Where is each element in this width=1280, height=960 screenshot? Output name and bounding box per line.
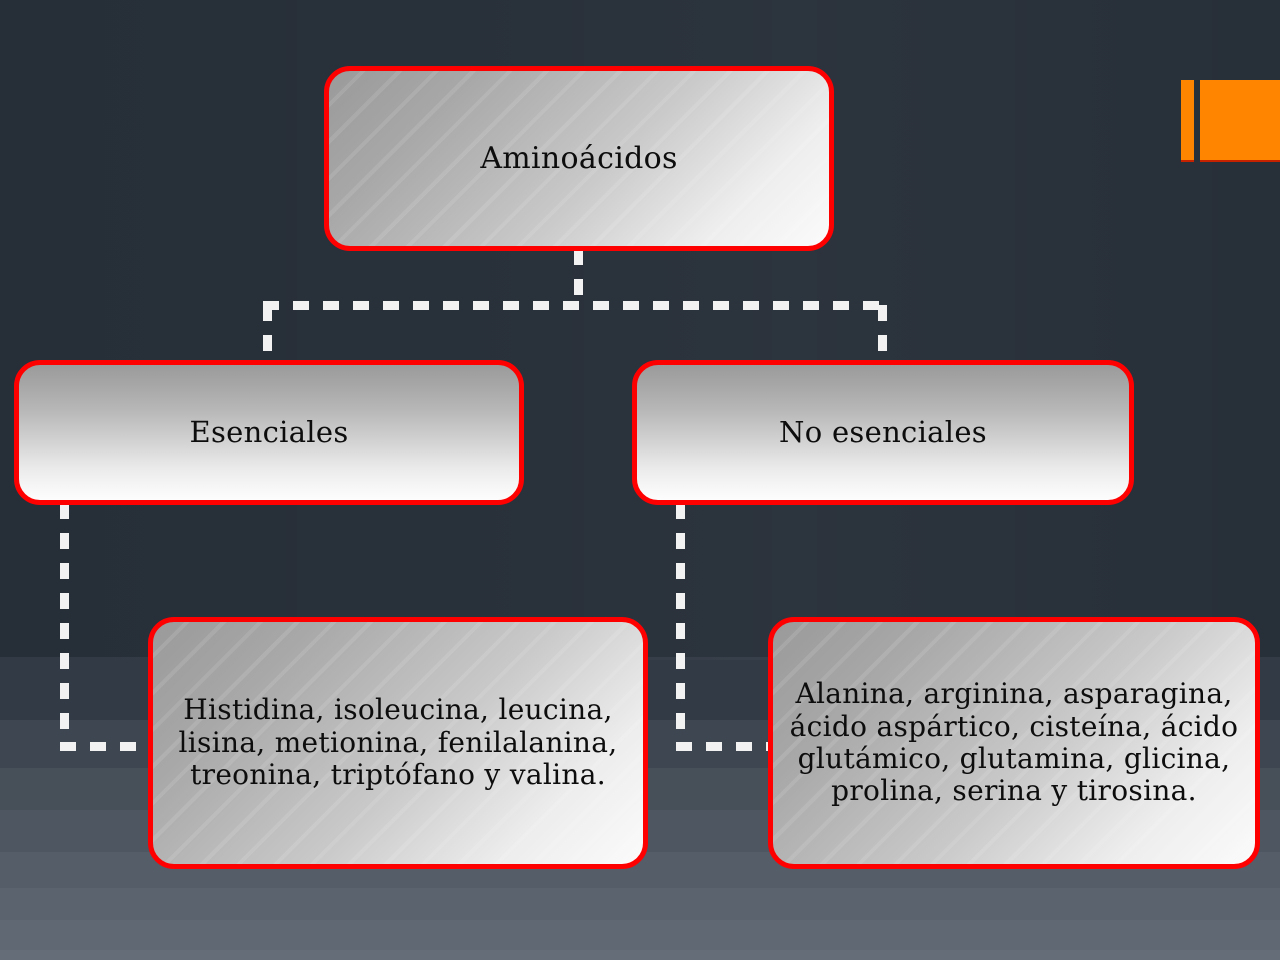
connector-esenciales-vertical [60, 503, 69, 751]
node-aminoacidos-label: Aminoácidos [480, 140, 678, 176]
node-esenciales-label: Esenciales [189, 415, 349, 450]
node-no-esenciales-label: No esenciales [779, 415, 987, 450]
orange-block-decoration [1200, 80, 1280, 162]
background-band-7 [0, 920, 1280, 950]
orange-vertical-bar-decoration [1181, 80, 1194, 162]
connector-root-stem [574, 249, 583, 309]
node-esenciales-list-label: Histidina, isoleucina, leucina, lisina, … [178, 693, 618, 792]
node-no-esenciales-list[interactable]: Alanina, arginina, asparagina, ácido asp… [768, 617, 1260, 869]
node-esenciales-list[interactable]: Histidina, isoleucina, leucina, lisina, … [148, 617, 648, 869]
connector-no-esenciales-vertical [676, 503, 685, 751]
connector-horizontal-spreader [263, 301, 887, 310]
node-no-esenciales-list-label: Alanina, arginina, asparagina, ácido asp… [789, 677, 1239, 808]
node-esenciales[interactable]: Esenciales [14, 360, 524, 505]
connector-esenciales-horizontal [60, 742, 156, 751]
connector-drop-to-no-esenciales [878, 305, 887, 363]
background-band-8 [0, 950, 1280, 960]
background-band-6 [0, 888, 1280, 920]
connector-drop-to-esenciales [263, 305, 272, 363]
node-aminoacidos[interactable]: Aminoácidos [324, 66, 834, 251]
node-no-esenciales[interactable]: No esenciales [632, 360, 1134, 505]
connector-no-esenciales-horizontal [676, 742, 776, 751]
